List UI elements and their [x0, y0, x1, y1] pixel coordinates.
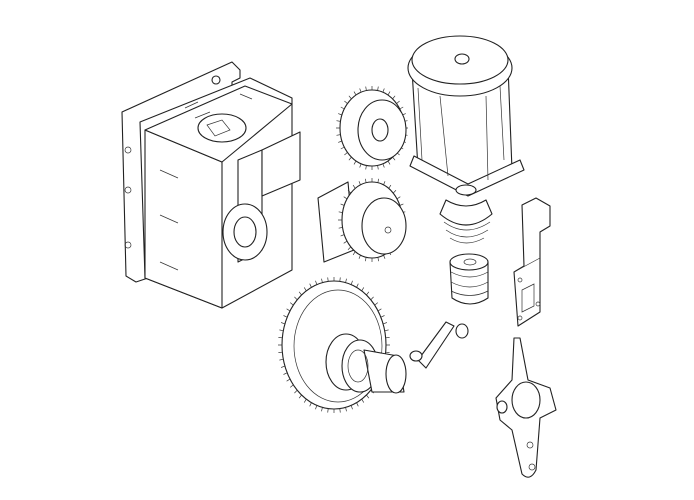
electric-motor	[407, 35, 525, 244]
limit-switch-bracket	[513, 197, 551, 327]
release-pin	[409, 321, 469, 369]
spur-gear-top	[336, 86, 408, 170]
release-lever	[495, 337, 557, 478]
spur-gear-middle	[317, 178, 407, 263]
worm-screw-lower	[449, 253, 489, 305]
large-gear-with-shaft	[278, 277, 407, 413]
gearbox-housing	[121, 61, 301, 309]
